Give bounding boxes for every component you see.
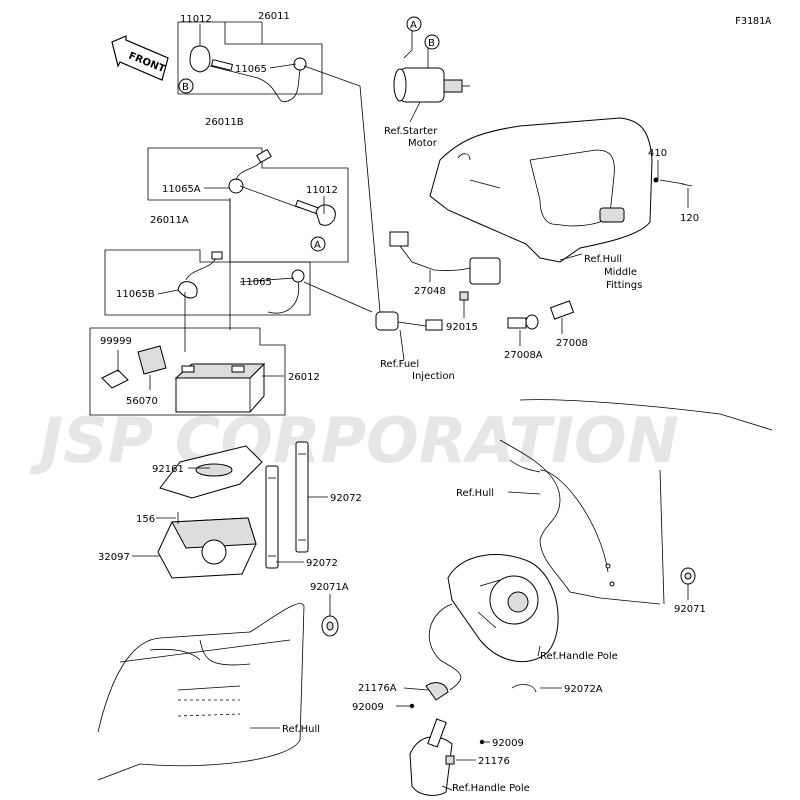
part-32097: 32097 <box>98 552 130 563</box>
part-92072A: 92072A <box>564 684 603 695</box>
cable-26011 <box>189 45 307 103</box>
fuel-injection-connector <box>375 311 443 331</box>
part-11065A: 11065A <box>162 184 201 195</box>
svg-text:B: B <box>182 82 189 93</box>
part-26011A: 26011A <box>150 215 189 226</box>
ref-hull-middle-line1: Ref.Hull <box>584 254 622 265</box>
part-92071: 92071 <box>674 604 706 615</box>
bolt-410 <box>653 177 659 183</box>
cable-26011A-box <box>104 249 311 316</box>
clip-92015 <box>459 291 469 301</box>
screw-92009-a <box>409 703 415 709</box>
part-11065-top: 11065 <box>235 64 267 75</box>
ref-starter-motor-line2: Motor <box>408 138 438 149</box>
part-92015: 92015 <box>446 322 478 333</box>
part-27008A: 27008A <box>504 350 543 361</box>
svg-text:A: A <box>314 240 321 251</box>
part-26011B: 26011B <box>205 117 244 128</box>
ref-starter-motor-line1: Ref.Starter <box>384 126 438 137</box>
figure-code: F3181A <box>735 16 771 27</box>
ref-hull-right: Ref.Hull <box>456 488 494 499</box>
svg-text:B: B <box>428 38 435 49</box>
part-92009-b: 92009 <box>492 738 524 749</box>
wire-harness-21176A <box>425 603 462 701</box>
part-56070: 56070 <box>126 396 158 407</box>
clip-21176 <box>445 755 455 765</box>
ref-fuel-injection-line2: Injection <box>412 371 455 382</box>
strap-92072-a <box>265 465 279 569</box>
grommet-92071 <box>680 567 696 585</box>
part-26011: 26011 <box>258 11 290 22</box>
battery-case-32097 <box>157 512 257 579</box>
strap-92072-b <box>295 441 309 553</box>
hull-left <box>97 603 305 781</box>
hull-right <box>499 399 773 605</box>
handle-pole-lower <box>409 718 453 796</box>
part-27008: 27008 <box>556 338 588 349</box>
ref-hull-middle-line3: Fittings <box>606 280 642 291</box>
watermark-text: JSP CORPORATION <box>29 404 679 477</box>
hull-middle-fittings <box>429 117 653 263</box>
marker-b-top: B <box>424 34 440 50</box>
ref-fuel-injection-line1: Ref.Fuel <box>380 359 419 370</box>
part-11012-mid: 11012 <box>306 185 338 196</box>
front-arrow-icon: FRONT <box>111 35 169 81</box>
cable-26011A <box>177 251 305 314</box>
marker-a-top: A <box>406 16 422 32</box>
cable-26011-box <box>177 21 323 95</box>
screw-92009-b <box>479 739 485 745</box>
clamp-92072A <box>511 684 537 693</box>
part-21176: 21176 <box>478 756 510 767</box>
part-27048: 27048 <box>414 286 446 297</box>
part-92161: 92161 <box>152 464 184 475</box>
battery-tray-92161 <box>159 445 263 499</box>
part-410: 410 <box>648 148 667 159</box>
part-156: 156 <box>136 514 155 525</box>
part-92009-a: 92009 <box>352 702 384 713</box>
ref-handle-pole-upper: Ref.Handle Pole <box>540 651 618 662</box>
part-11065-mid: 11065 <box>240 277 272 288</box>
handle-pole-plate <box>447 554 559 663</box>
leader-lines <box>132 22 689 791</box>
marker-b-left: B <box>178 78 194 94</box>
label-99999 <box>101 369 129 389</box>
part-92072-a: 92072 <box>330 493 362 504</box>
part-26012: 26012 <box>288 372 320 383</box>
part-11012-top: 11012 <box>180 14 212 25</box>
cable-26011B <box>228 148 336 226</box>
svg-text:A: A <box>410 20 417 31</box>
marker-a-mid: A <box>310 236 326 252</box>
starter-motor <box>393 67 470 103</box>
battery-26012 <box>174 362 266 413</box>
part-11065B: 11065B <box>116 289 155 300</box>
part-21176A: 21176A <box>358 683 397 694</box>
battery-box <box>89 327 286 416</box>
connector-27048 <box>389 231 501 285</box>
part-92071A: 92071A <box>310 582 349 593</box>
part-120: 120 <box>680 213 699 224</box>
ref-hull-middle-line2: Middle <box>604 267 637 278</box>
part-99999: 99999 <box>100 336 132 347</box>
label-56070 <box>137 345 167 375</box>
part-92072-b: 92072 <box>306 558 338 569</box>
ref-hull-bottom: Ref.Hull <box>282 724 320 735</box>
grommet-92071A <box>321 615 339 637</box>
ref-handle-pole-lower: Ref.Handle Pole <box>452 783 530 794</box>
fuse-27008 <box>549 300 575 320</box>
fuse-27008A <box>507 314 539 330</box>
